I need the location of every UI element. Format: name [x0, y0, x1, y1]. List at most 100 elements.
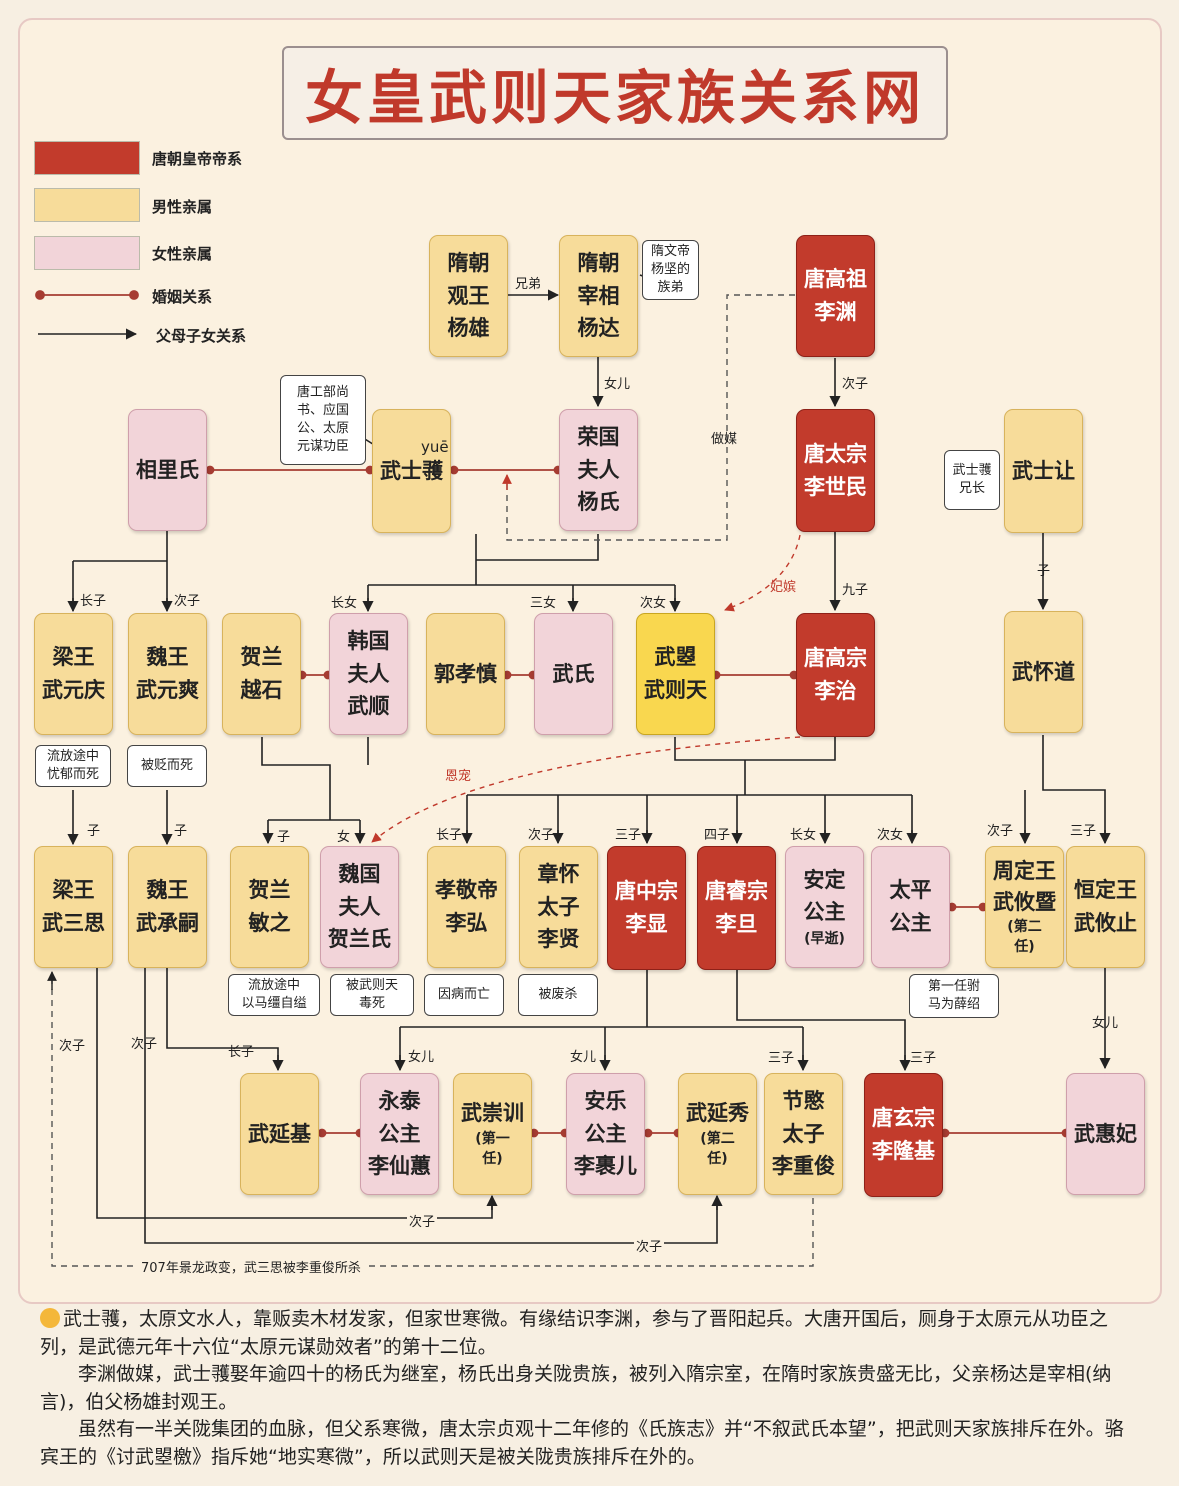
label-cizi-lixian: 次子 — [528, 828, 555, 843]
person-wu-yuanshuang: 魏王 武元爽 — [128, 613, 207, 735]
person-li-dan: 唐睿宗 李旦 — [697, 846, 776, 970]
person-weiguo-furen: 魏国 夫人 贺兰氏 — [320, 846, 399, 968]
wu-yanxiu-name: 武延秀 — [686, 1101, 749, 1126]
person-emoji-icon — [40, 1308, 60, 1328]
label-nver-yongtai: 女儿 — [408, 1050, 435, 1065]
label-cinv-taiping: 次女 — [877, 828, 904, 843]
label-zhangzi-yanji: 长子 — [228, 1045, 255, 1060]
note-weiguo-fate: 被武则天 毒死 — [330, 974, 414, 1016]
label-cizi-chengsi: 次子 — [131, 1037, 158, 1052]
note-minzhi-fate: 流放途中 以马缰自缢 — [228, 974, 320, 1016]
wu-shiyue-pinyin: yuē — [421, 438, 449, 456]
label-zhangnv-anding: 长女 — [790, 828, 817, 843]
person-rongguo-furen: 荣国 夫人 杨氏 — [559, 409, 638, 531]
legend-emperor-swatch — [34, 141, 140, 175]
person-li-zhi: 唐高宗 李治 — [796, 613, 875, 737]
label-sanzi-chongjun: 三子 — [768, 1051, 795, 1066]
wu-youji-name: 周定王 武攸暨 — [993, 859, 1056, 914]
wu-youji-note: (第二 任) — [1007, 919, 1042, 956]
note-yuanshuang-fate: 被贬而死 — [127, 745, 207, 787]
person-wu-yuanqing: 梁王 武元庆 — [34, 613, 113, 735]
wu-yanxiu-note: (第二 任) — [700, 1130, 735, 1168]
person-wu-huaidao: 武怀道 — [1004, 611, 1083, 733]
legend-male-swatch — [34, 188, 140, 222]
person-wu-shirang: 武士让 — [1004, 409, 1083, 533]
label-sizi-ruizong: 四子 — [704, 828, 731, 843]
person-wu-chengsi: 魏王 武承嗣 — [128, 846, 207, 968]
legend-female-label: 女性亲属 — [152, 245, 213, 263]
note-yang-jian-brother: 隋文帝 杨坚的 族弟 — [642, 240, 699, 300]
footer-paragraph-1-text: 武士彟，太原文水人，靠贩卖木材发家，但家世寒微。有缘结识李渊，参与了晋阳起兵。大… — [40, 1308, 1109, 1358]
note-shirang-brother: 武士彟 兄长 — [944, 450, 1000, 510]
person-li-longji: 唐玄宗 李隆基 — [864, 1073, 943, 1197]
diagram-title: 女皇武则天家族关系网 — [304, 64, 925, 132]
person-yang-xiong: 隋朝 观王 杨雄 — [429, 235, 508, 357]
label-zhangzi-lihong: 长子 — [436, 828, 463, 843]
label-zuomei: 做媒 — [711, 432, 738, 447]
legend-male-label: 男性亲属 — [152, 198, 213, 216]
legend-parent-label: 父母子女关系 — [156, 327, 247, 345]
label-sanzi-youzhi: 三子 — [1070, 824, 1097, 839]
legend-marriage-label: 婚姻关系 — [152, 288, 213, 306]
footer-text: 武士彟，太原文水人，靠贩卖木材发家，但家世寒微。有缘结识李渊，参与了晋阳起兵。大… — [40, 1306, 1140, 1471]
person-yang-da: 隋朝 宰相 杨达 — [559, 235, 638, 357]
person-li-shimin: 唐太宗 李世民 — [796, 409, 875, 532]
label-cizi-yuanshuang: 次子 — [174, 594, 201, 609]
person-li-xian-zhanghuai: 章怀 太子 李贤 — [519, 846, 598, 968]
label-cizi-youji: 次子 — [987, 824, 1014, 839]
anding-name: 安定 公主 — [803, 867, 846, 925]
wu-chongxun-note: (第一 任) — [475, 1130, 510, 1168]
label-zhangzi-yuanqing: 长子 — [80, 594, 107, 609]
label-enchong: 恩宠 — [445, 769, 472, 784]
note-lixian-fate: 被废杀 — [518, 974, 598, 1016]
footer-paragraph-3: 虽然有一半关陇集团的血脉，但父系寒微，唐太宗贞观十二年修的《氏族志》并“不叙武氏… — [40, 1418, 1124, 1468]
person-wu-yanxiu: 武延秀 (第二 任) — [678, 1073, 757, 1195]
footer-paragraph-2: 李渊做媒，武士彟娶年逾四十的杨氏为继室，杨氏出身关陇贵族，被列入隋宗室，在隋时家… — [40, 1363, 1112, 1413]
label-feipin: 妃嫔 — [770, 580, 797, 595]
person-yongtai-gongzhu: 永泰 公主 李仙蕙 — [360, 1073, 439, 1195]
person-taiping-gongzhu: 太平 公主 — [871, 846, 950, 968]
person-xiangli: 相里氏 — [128, 409, 207, 531]
label-nver-anle: 女儿 — [570, 1050, 597, 1065]
label-cizi-shimin: 次子 — [842, 377, 869, 392]
label-cizi-yanxiu: 次子 — [634, 1236, 665, 1255]
footer-paragraph-1: 武士彟，太原文水人，靠贩卖木材发家，但家世寒微。有缘结识李渊，参与了晋阳起兵。大… — [40, 1306, 1140, 1361]
label-jiuzi: 九子 — [842, 583, 869, 598]
label-xiongdi: 兄弟 — [515, 277, 542, 292]
diagram-title-box: 女皇武则天家族关系网 — [282, 46, 948, 140]
label-nv-weiguo: 女 — [337, 830, 351, 845]
person-wu-chongxun: 武崇训 (第一 任) — [453, 1073, 532, 1195]
person-wu-shiyue-name: 武士彟 — [380, 458, 443, 483]
person-wu-shi: 武氏 — [534, 613, 613, 735]
person-wu-youzhi: 恒定王 武攸止 — [1066, 846, 1145, 968]
note-lihong-fate: 因病而亡 — [424, 974, 504, 1016]
person-wu-youji: 周定王 武攸暨 (第二 任) — [985, 846, 1064, 968]
person-helan-minzhi: 贺兰 敏之 — [230, 846, 309, 968]
note-wu-shiyue-title: 唐工部尚 书、应国 公、太原 元谋功臣 — [280, 375, 366, 465]
legend-emperor-label: 唐朝皇帝帝系 — [152, 150, 243, 168]
person-li-xian-zhongzong: 唐中宗 李显 — [607, 846, 686, 970]
label-sanzi-zhongzong: 三子 — [615, 828, 642, 843]
label-nver-yangda: 女儿 — [604, 377, 631, 392]
note-yuanqing-fate: 流放途中 忧郁而死 — [35, 745, 111, 787]
person-li-hong: 孝敬帝 李弘 — [427, 846, 506, 968]
label-sannv: 三女 — [530, 596, 557, 611]
label-cinv: 次女 — [640, 596, 667, 611]
wu-chongxun-name: 武崇训 — [461, 1101, 524, 1126]
label-zi-chengsi: 子 — [174, 824, 188, 839]
person-helan-yueshi: 贺兰 越石 — [222, 613, 301, 735]
person-wu-huifei: 武惠妃 — [1066, 1073, 1145, 1195]
legend-female-swatch — [34, 236, 140, 270]
person-li-chongjun: 节愍 太子 李重俊 — [764, 1073, 843, 1195]
note-bottom: 707年景龙政变，武三思被李重俊所杀 — [137, 1257, 365, 1276]
person-hanguo-furen: 韩国 夫人 武顺 — [329, 613, 408, 735]
anding-note: (早逝) — [804, 930, 845, 947]
label-zi-huaidao: 子 — [1037, 564, 1051, 579]
label-zhangnv: 长女 — [331, 596, 358, 611]
person-anding-gongzhu: 安定 公主 (早逝) — [785, 846, 864, 968]
label-zi-minzhi: 子 — [277, 830, 291, 845]
person-anle-gongzhu: 安乐 公主 李裹儿 — [566, 1073, 645, 1195]
person-wu-sansi: 梁王 武三思 — [34, 846, 113, 968]
label-cizi-chongxun: 次子 — [407, 1211, 438, 1230]
